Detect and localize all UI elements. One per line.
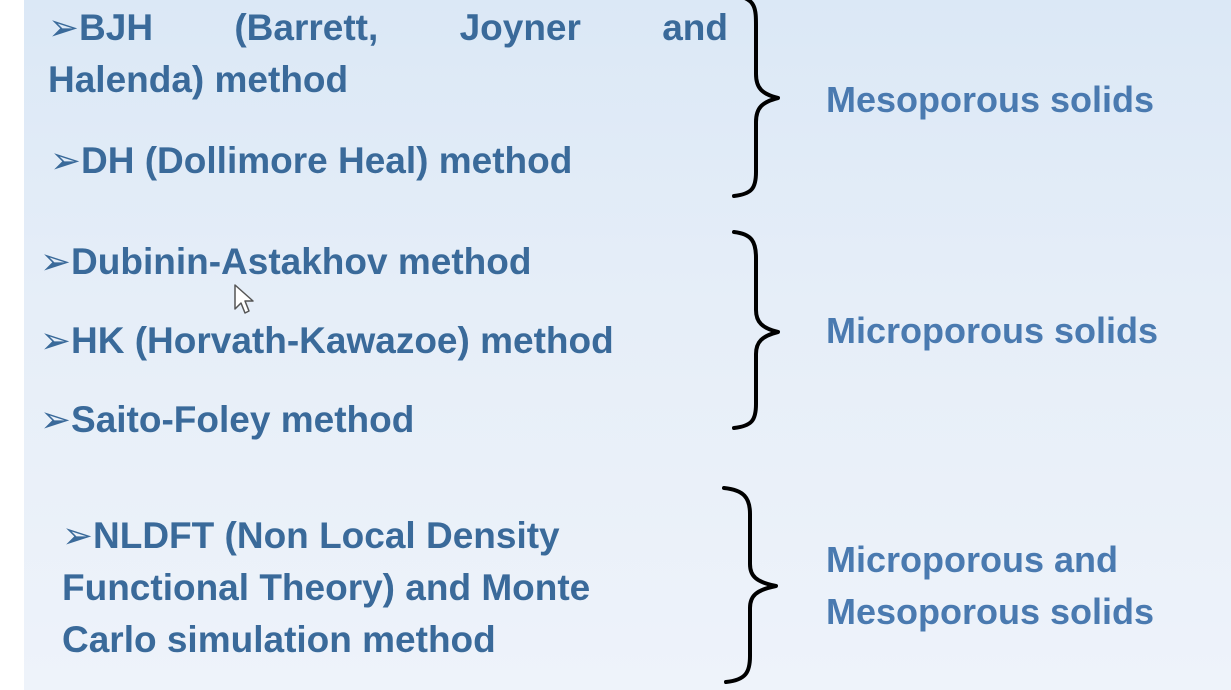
group-label-mesoporous: Mesoporous solids [826, 79, 1155, 120]
method-bjh-word-4: and [662, 7, 728, 48]
group-label-microporous: Microporous solids [826, 310, 1159, 351]
method-bjh-word-3: Joyner [459, 7, 581, 48]
method-dh: ➢DH (Dollimore Heal) method [50, 140, 573, 181]
mouse-pointer-icon [234, 284, 254, 314]
group-label-micro-and-mesoporous-line-2: Mesoporous solids [826, 591, 1155, 632]
method-bjh-line-1: ➢BJH (Barrett, Joyner and [48, 2, 728, 54]
arrowhead-bullet-icon: ➢ [48, 7, 80, 48]
method-dubinin-astakhov: ➢Dubinin-Astakhov method [40, 241, 532, 282]
group-label-micro-and-mesoporous-line-1: Microporous and [826, 539, 1119, 580]
method-bjh-line-2: Halenda) method [48, 59, 349, 100]
arrowhead-bullet-icon: ➢ [50, 140, 82, 181]
method-bjh-word-1: ➢BJH [48, 2, 153, 54]
method-bjh-word-2: (Barrett, [234, 7, 379, 48]
curly-brace-micro-and-mesoporous [722, 486, 778, 684]
method-nldft-line-1: ➢NLDFT (Non Local Density [62, 515, 560, 556]
curly-brace-mesoporous [732, 0, 780, 198]
method-nldft-line-2: Functional Theory) and Monte [62, 567, 591, 608]
method-hk: ➢HK (Horvath-Kawazoe) method [40, 320, 614, 361]
slide-background [24, 0, 1231, 690]
method-nldft-line-3: Carlo simulation method [62, 619, 496, 660]
arrowhead-bullet-icon: ➢ [62, 515, 94, 556]
method-saito-foley: ➢Saito-Foley method [40, 399, 415, 440]
arrowhead-bullet-icon: ➢ [40, 320, 72, 361]
arrowhead-bullet-icon: ➢ [40, 399, 72, 440]
arrowhead-bullet-icon: ➢ [40, 241, 72, 282]
curly-brace-microporous [732, 230, 780, 430]
